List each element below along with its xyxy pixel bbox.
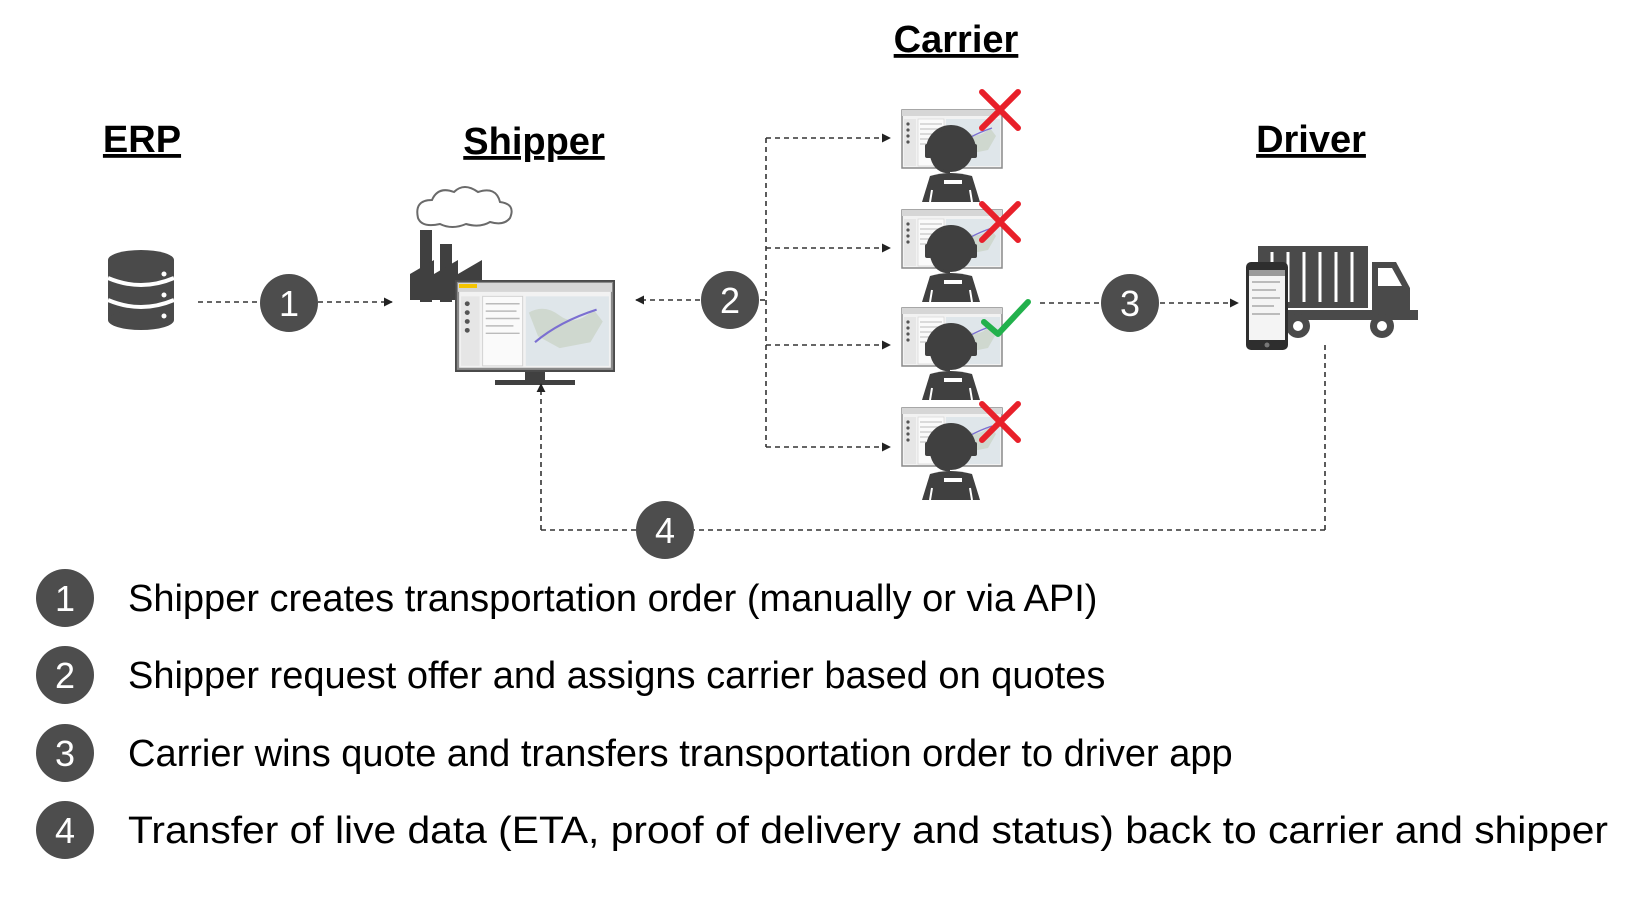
carrier-agent-4 (902, 404, 1018, 500)
legend-number: 4 (55, 810, 75, 851)
legend-text: Carrier wins quote and transfers transpo… (128, 733, 1233, 775)
carrier-label: Carrier (894, 19, 1019, 61)
legend-item-4: 4 Transfer of live data (ETA, proof of d… (36, 801, 1608, 859)
badge-number: 3 (1120, 283, 1140, 324)
connectors (198, 133, 1326, 531)
carrier-agent-3 (902, 302, 1028, 400)
diagram-step-badge-3: 3 (1101, 274, 1159, 332)
legend-item-1: 1 Shipper creates transportation order (… (36, 569, 1097, 627)
legend-text: Transfer of live data (ETA, proof of del… (128, 810, 1608, 852)
legend: 1 Shipper creates transportation order (… (36, 569, 1608, 859)
legend-item-3: 3 Carrier wins quote and transfers trans… (36, 724, 1233, 782)
legend-text: Shipper request offer and assigns carrie… (128, 655, 1105, 697)
badge-number: 4 (655, 510, 675, 551)
shipper-label: Shipper (463, 121, 605, 163)
truck-icon (1258, 246, 1418, 338)
badge-number: 1 (279, 283, 299, 324)
diagram-step-badge-4: 4 (636, 501, 694, 559)
database-icon (107, 250, 175, 330)
legend-text: Shipper creates transportation order (ma… (128, 578, 1097, 620)
driver-label: Driver (1256, 119, 1366, 161)
legend-number: 3 (55, 733, 75, 774)
carrier-agent-2 (902, 204, 1018, 302)
carrier-agent-1 (902, 92, 1018, 202)
erp-label: ERP (103, 119, 181, 161)
legend-number: 1 (55, 578, 75, 619)
legend-item-2: 2 Shipper request offer and assigns carr… (36, 646, 1105, 704)
badge-number: 2 (720, 280, 740, 321)
diagram-step-badge-1: 1 (260, 274, 318, 332)
shipper-monitor-icon (455, 280, 615, 385)
driver-phone-icon (1246, 262, 1288, 350)
diagram-step-badge-2: 2 (701, 271, 759, 329)
legend-number: 2 (55, 655, 75, 696)
